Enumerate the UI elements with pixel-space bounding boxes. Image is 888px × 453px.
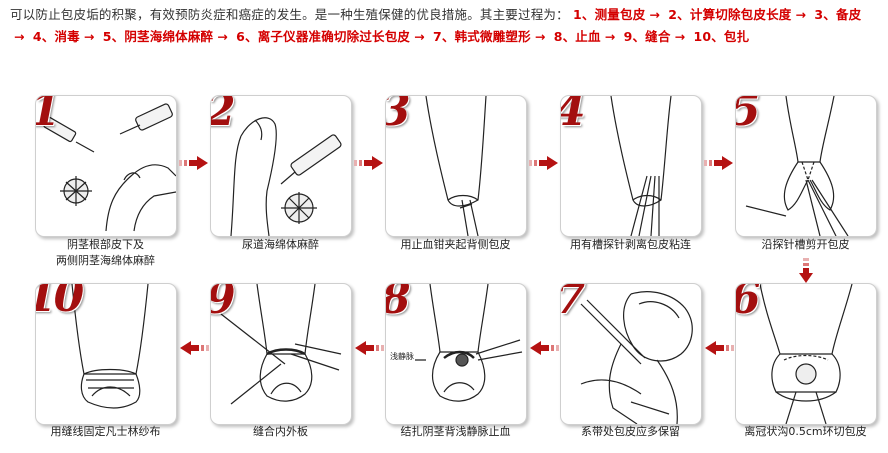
- panel-1-caption: 阴茎根部皮下及 两侧阴茎海绵体麻醉: [18, 237, 193, 269]
- panel-5-number: 5: [735, 95, 758, 133]
- panel-6-illustration: 6: [735, 283, 877, 425]
- panel-7-illustration: 7: [560, 283, 702, 425]
- panel-7-number: 7: [560, 283, 583, 321]
- arrow-right-icon: [704, 155, 734, 171]
- panel-8-caption: 结扎阴茎背浅静脉止血: [368, 424, 543, 440]
- panel-9-number: 9: [210, 283, 233, 321]
- step-7: 7、韩式微雕塑形: [433, 29, 531, 44]
- panel-3-caption: 用止血钳夹起背侧包皮: [368, 237, 543, 253]
- panel-5-caption: 沿探针槽剪开包皮: [718, 237, 888, 253]
- panel-8-number: 8: [385, 283, 408, 321]
- step-arrow: →: [531, 29, 550, 44]
- panel-4-number: 4: [560, 95, 583, 133]
- panel-2-number: 2: [210, 95, 233, 133]
- arrow-left-icon: [529, 340, 559, 356]
- panel-1-illustration: 1: [35, 95, 177, 237]
- panel-2-caption: 尿道海绵体麻醉: [193, 237, 368, 253]
- intro-lead: 可以防止包皮垢的积聚，有效预防炎症和癌症的发生。是一种生殖保健的优良措施。其主要…: [10, 7, 569, 22]
- panel-8-illustration: 8 浅静脉: [385, 283, 527, 425]
- arrow-right-icon: [354, 155, 384, 171]
- step-arrow: →: [645, 7, 664, 22]
- intro-paragraph: 可以防止包皮垢的积聚，有效预防炎症和癌症的发生。是一种生殖保健的优良措施。其主要…: [10, 4, 880, 48]
- arrow-down-icon: [798, 258, 814, 284]
- step-5: 5、阴茎海绵体麻醉: [103, 29, 214, 44]
- step-8: 8、止血: [554, 29, 601, 44]
- superficial-vein-label: 浅静脉: [389, 352, 415, 362]
- panel-10-number: 10: [35, 283, 81, 319]
- step-6: 6、离子仪器准确切除过长包皮: [236, 29, 410, 44]
- panel-6-number: 6: [735, 283, 758, 321]
- panel-10-illustration: 10: [35, 283, 177, 425]
- step-4: 4、消毒: [33, 29, 80, 44]
- panel-2-illustration: 2: [210, 95, 352, 237]
- step-arrow: →: [601, 29, 620, 44]
- step-arrow: →: [671, 29, 690, 44]
- step-1: 1、测量包皮: [573, 7, 645, 22]
- step-arrow: →: [213, 29, 232, 44]
- step-arrow: →: [10, 29, 29, 44]
- step-3: 3、备皮: [814, 7, 861, 22]
- arrow-left-icon: [704, 340, 734, 356]
- panel-4-illustration: 4: [560, 95, 702, 237]
- panel-1-number: 1: [35, 95, 58, 133]
- panel-4-caption: 用有槽探针剥离包皮粘连: [543, 237, 718, 253]
- step-arrow: →: [791, 7, 810, 22]
- step-2: 2、计算切除包皮长度: [668, 7, 791, 22]
- panel-9-illustration: 9: [210, 283, 352, 425]
- panel-3-number: 3: [385, 95, 408, 133]
- arrow-left-icon: [179, 340, 209, 356]
- arrow-left-icon: [354, 340, 384, 356]
- arrow-right-icon: [529, 155, 559, 171]
- arrow-right-icon: [179, 155, 209, 171]
- panel-10-caption: 用缝线固定凡士林纱布: [18, 424, 193, 440]
- step-arrow: →: [410, 29, 429, 44]
- panel-6-caption: 离冠状沟0.5cm环切包皮: [718, 424, 888, 440]
- panel-3-illustration: 3: [385, 95, 527, 237]
- step-9: 9、缝合: [624, 29, 671, 44]
- step-arrow: →: [80, 29, 99, 44]
- panel-9-caption: 缝合内外板: [193, 424, 368, 440]
- panel-5-illustration: 5: [735, 95, 877, 237]
- step-10: 10、包扎: [693, 29, 749, 44]
- panel-7-caption: 系带处包皮应多保留: [543, 424, 718, 440]
